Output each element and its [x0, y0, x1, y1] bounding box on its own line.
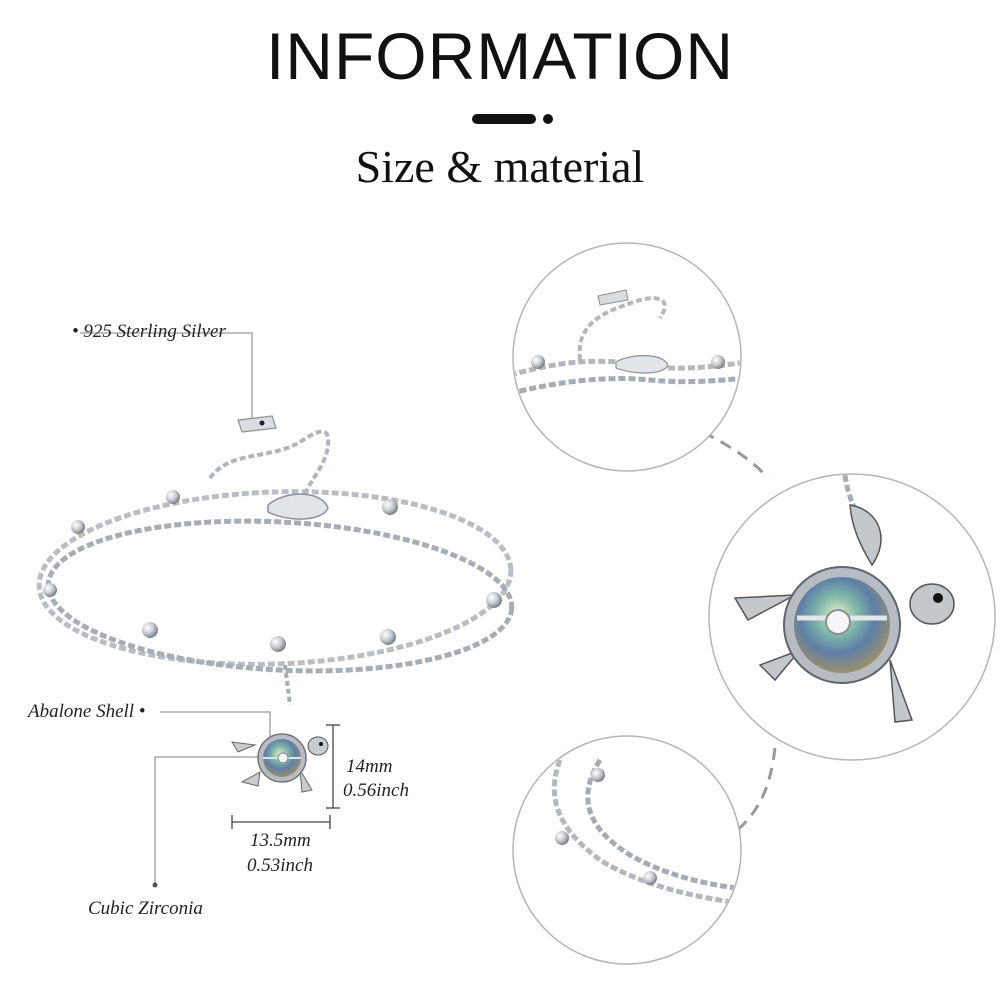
divider-bar: [472, 114, 536, 124]
height-dimension-line: [326, 724, 340, 809]
height-mm-label: 14mm: [346, 756, 393, 777]
width-inch-label: 0.53inch: [247, 855, 313, 876]
page-title: INFORMATION: [265, 19, 735, 93]
width-mm-label: 13.5mm: [250, 830, 311, 851]
title-divider: [472, 114, 553, 124]
shell-guide-line: [160, 711, 271, 742]
stone-label: Cubic Zirconia: [88, 898, 203, 919]
detail-connectors: [702, 430, 777, 840]
detail-circle-turtle: [708, 473, 996, 761]
material-label: • 925 Sterling Silver: [72, 321, 226, 342]
material-guide-line: [80, 332, 253, 420]
stone-guide-line: [152, 756, 283, 888]
bracelet-beads: [43, 490, 502, 652]
detail-circle-chain: [512, 735, 742, 965]
detail-circle-clasp: [512, 242, 742, 472]
shell-label: Abalone Shell •: [28, 701, 146, 722]
page-subtitle: Size & material: [355, 141, 645, 192]
height-inch-label: 0.56inch: [343, 780, 409, 801]
divider-dot: [543, 114, 553, 124]
width-dimension-line: [231, 815, 331, 829]
turtle-charm-main: [231, 664, 329, 793]
